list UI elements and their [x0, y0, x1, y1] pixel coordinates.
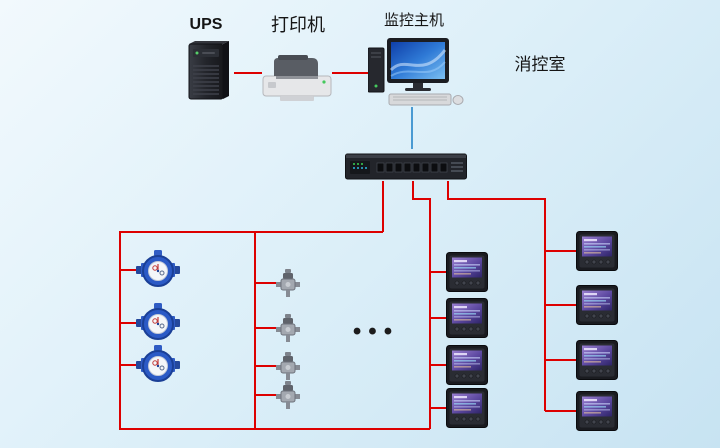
power-meter-icon: [576, 340, 618, 380]
power-meter-icon: [446, 388, 488, 428]
power-meter-icon: [446, 298, 488, 338]
water-meter-icon: [136, 344, 180, 386]
water-meter-icon: [136, 302, 180, 344]
network-switch-icon: [345, 151, 467, 181]
printer-icon: [262, 54, 332, 102]
ups-label: UPS: [189, 16, 223, 33]
monitoring-host-icon: [368, 38, 464, 106]
valve-sensor-icon: [276, 314, 300, 342]
more-devices-ellipsis: •••: [352, 318, 400, 345]
printer-label: 打印机: [271, 15, 325, 35]
power-meter-icon: [446, 345, 488, 385]
monitoring-host-label: 监控主机: [383, 12, 444, 29]
ups-tower-icon: [180, 40, 234, 102]
power-meter-icon: [576, 285, 618, 325]
power-meter-icon: [576, 391, 618, 431]
power-meter-icon: [576, 231, 618, 271]
control-room-label: 消控室: [514, 55, 566, 74]
valve-sensor-icon: [276, 381, 300, 409]
water-meter-icon: [136, 249, 180, 291]
valve-sensor-icon: [276, 352, 300, 380]
power-meter-icon: [446, 252, 488, 292]
valve-sensor-icon: [276, 269, 300, 297]
